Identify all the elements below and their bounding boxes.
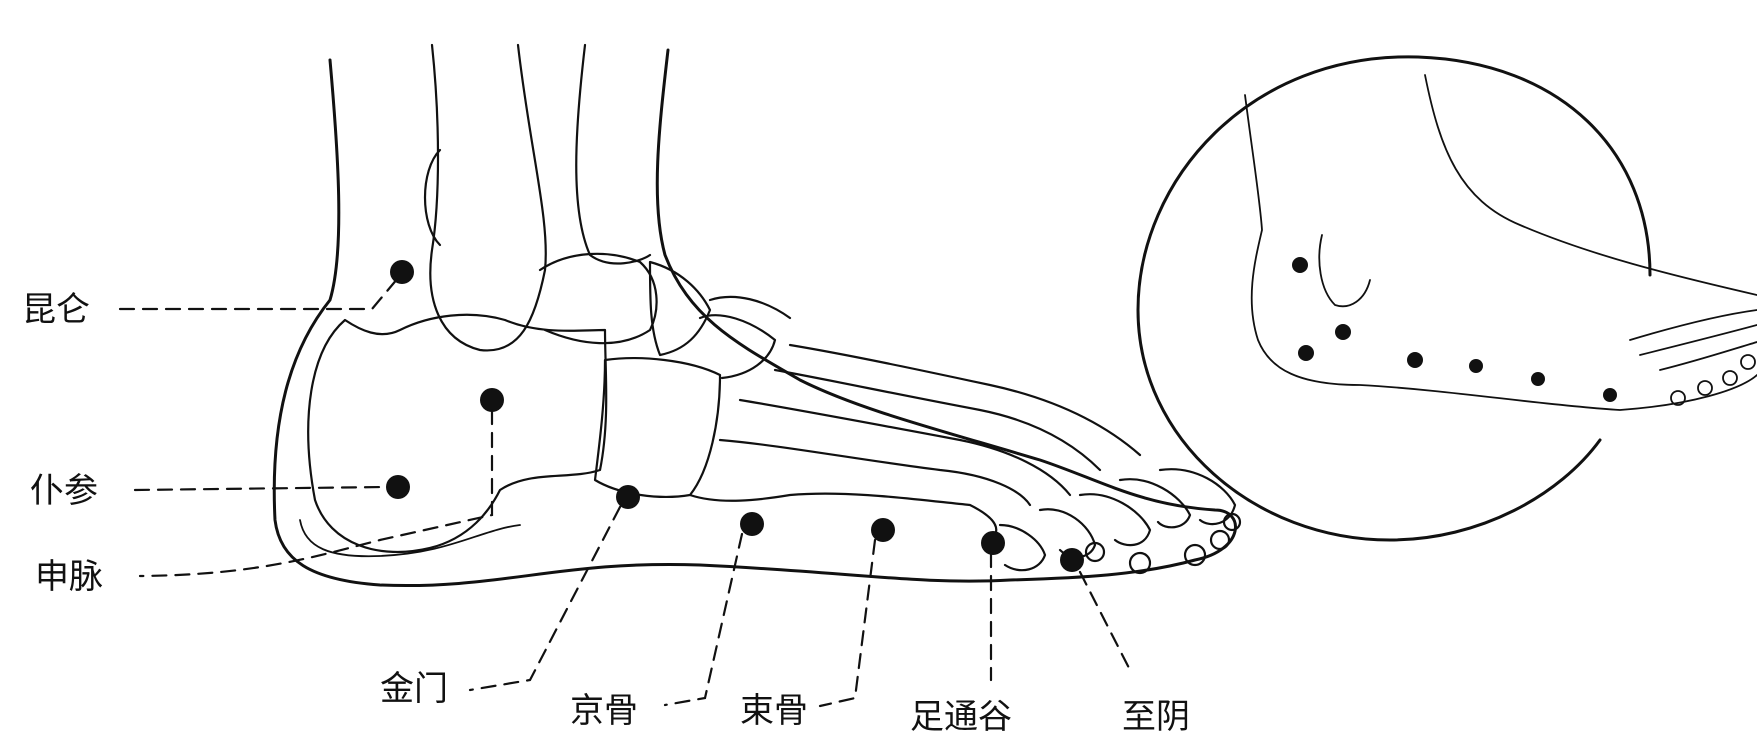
acupoint-shugu [871,518,895,542]
calcaneus-bone [308,315,606,552]
inset-foot-outline [1245,95,1757,410]
main-foot-view: 昆仑 仆参 申脉 金门 京骨 束骨 足通谷 至阴 [22,45,1240,737]
acupoint-pucan [386,475,410,499]
inset-circle [1138,57,1650,540]
toenail-3 [1185,545,1205,565]
leader-jinggu [665,534,742,705]
label-shugu: 束骨 [740,691,808,731]
acupoint-jinmen [616,485,640,509]
inset-point-7 [1603,388,1617,402]
toe-2 [1120,479,1190,527]
inset-ankle-bone [1319,235,1370,306]
label-zutonggu: 足通谷 [910,697,1012,737]
label-pucan: 仆参 [30,471,98,511]
metatarsal-2 [775,370,1100,470]
inset-toe-lines [1630,310,1757,370]
inset-point-6 [1531,372,1545,386]
label-kunlun: 昆仑 [22,290,90,330]
acupoint-jinggu [740,512,764,536]
foot-outline [274,50,1235,586]
inset-toenail-3 [1723,371,1737,385]
tibia-bone [576,45,650,264]
inset-toenail-2 [1698,381,1712,395]
inset-point-1 [1292,257,1308,273]
inset-point-3 [1298,345,1314,361]
label-jinggu: 京骨 [570,691,638,731]
leader-pucan [135,487,385,490]
leader-shenmai [140,410,492,576]
inset-foot-view [1138,57,1757,540]
metatarsal-5 [690,494,996,535]
inset-point-2 [1335,324,1351,340]
little-toe [1000,525,1045,570]
leader-kunlun [120,278,398,309]
leader-shugu [820,540,875,706]
acupoint-zhiyin [1060,548,1084,572]
inset-point-5 [1469,359,1483,373]
label-shenmai: 申脉 [35,557,103,597]
cuboid-bone [595,358,720,497]
navicular-bone [650,262,710,355]
fibula-bone [430,45,545,350]
acupoint-zutonggu [981,531,1005,555]
big-toe [1160,469,1235,524]
inset-point-4 [1407,352,1423,368]
leader-jinmen [470,507,620,690]
toe-3 [1080,494,1150,545]
toenail-2 [1211,531,1229,549]
label-zhiyin: 至阴 [1122,697,1190,737]
inset-shin-front [1425,75,1757,295]
acupoint-shenmai-dot [480,388,504,412]
inset-toenail-4 [1741,355,1755,369]
leader-zhiyin [1080,572,1130,670]
acupoint-kunlun [390,260,414,284]
label-jinmen: 金门 [380,669,448,709]
